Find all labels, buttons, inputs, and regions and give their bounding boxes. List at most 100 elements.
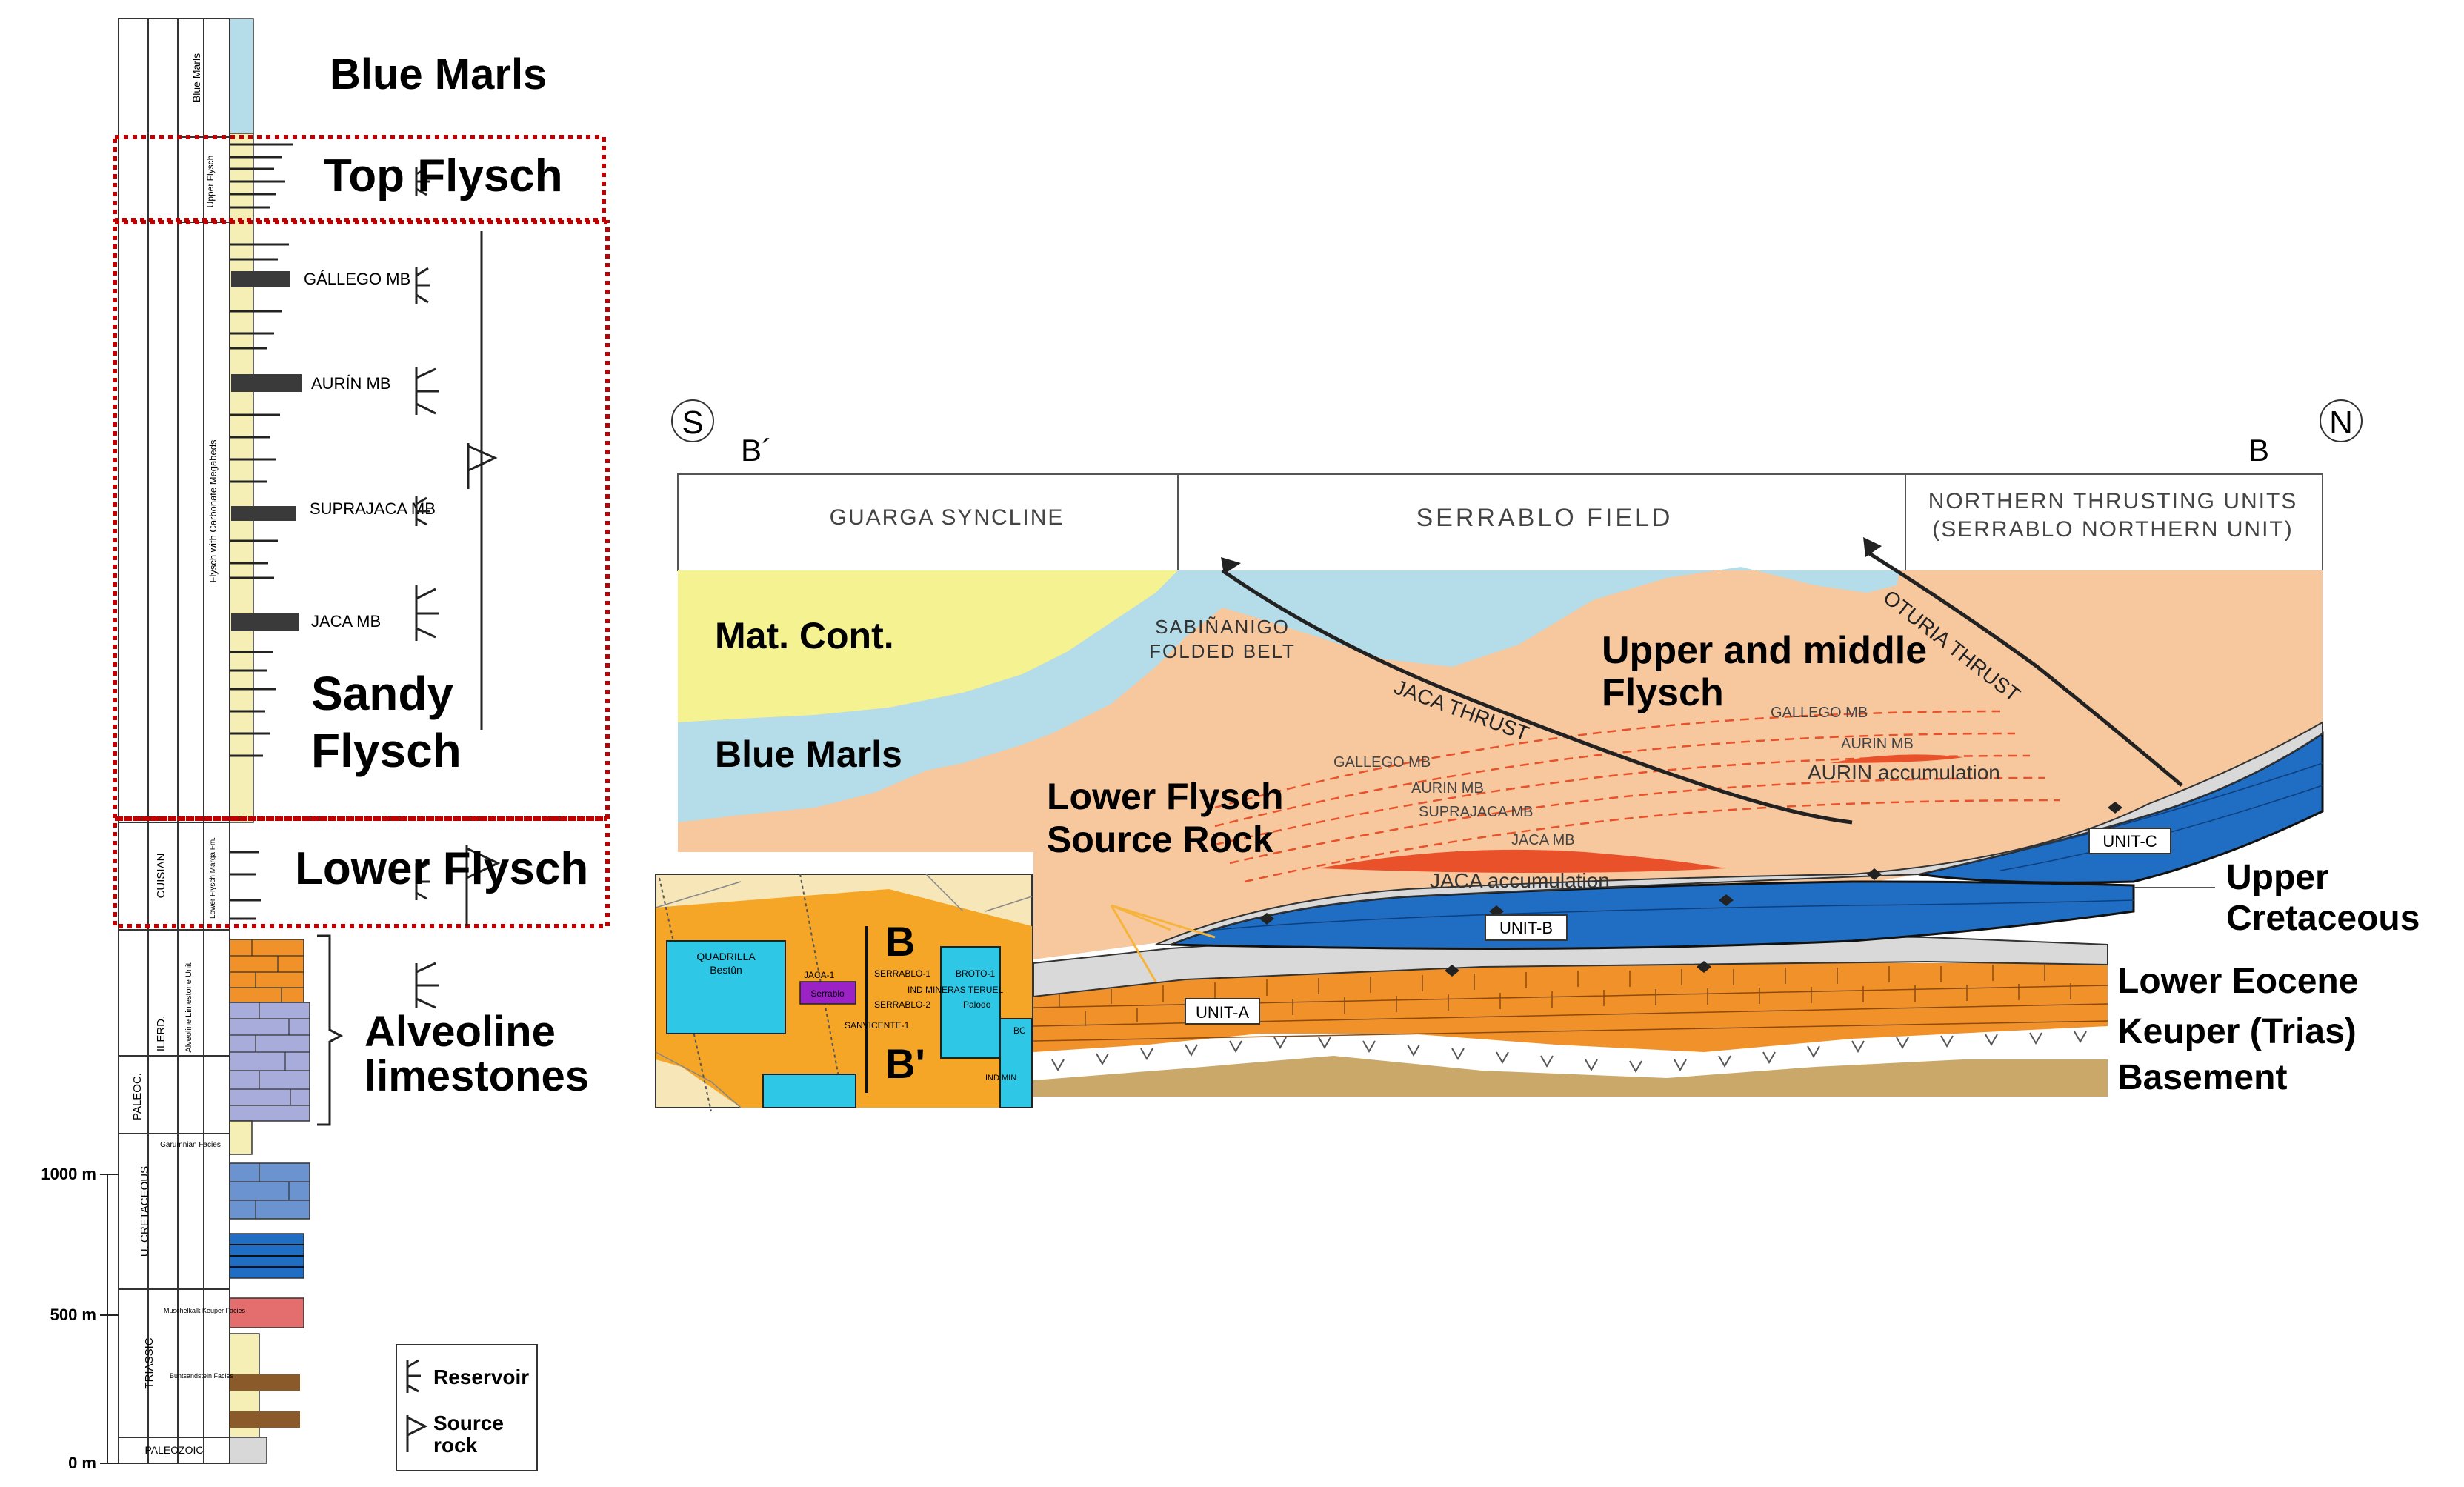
inset-serrablo-2-label: SERRABLO-2 xyxy=(874,999,930,1010)
unit-b-label: UNIT-B xyxy=(1499,919,1553,937)
buntsandstein-beds xyxy=(230,1411,300,1428)
garumnian-lithology xyxy=(229,1120,253,1155)
garumnian-formation-label: Garumnian Facies xyxy=(160,1141,221,1149)
suprajaca-megabed xyxy=(231,506,296,521)
column-frame xyxy=(118,18,230,1464)
alveoline-bracket xyxy=(317,934,344,1126)
b-label: B xyxy=(2248,433,2269,468)
muschelkalk-formation-label: Muschelkalk Keuper Facies xyxy=(164,1307,246,1314)
source-rock-icon xyxy=(465,231,501,926)
unit-a-box xyxy=(1185,998,1260,1025)
epoch-u-cretaceous: U. CRETACEOUS xyxy=(139,1166,151,1257)
blue-marls-formation-label: Blue Marls xyxy=(190,53,202,102)
blue-marls-section-label: Blue Marls xyxy=(715,733,902,775)
jaca-accumulation-label: JACA accumulation xyxy=(1430,869,1610,892)
jaca-megabed xyxy=(231,613,299,631)
inset-san-vicente-label: SANVICENTE-1 xyxy=(845,1020,910,1031)
flysch-lithology xyxy=(229,133,254,823)
buntsandstein-beds xyxy=(230,1374,300,1391)
unit-b-box xyxy=(1485,914,1568,941)
sandy-flysch-big-label-1: Sandy xyxy=(311,667,453,720)
lower-eocene-bricks xyxy=(1033,965,2108,1042)
inset-quadrilla-label-2: Bestûn xyxy=(710,964,742,976)
scale-label-1000: 1000 m xyxy=(41,1165,96,1183)
epoch-paleoc: PALEOC. xyxy=(131,1073,144,1120)
jaca-mb-section-label: JACA MB xyxy=(1511,832,1575,848)
inset-b-prime-label: B' xyxy=(885,1040,925,1087)
unit-a-label: UNIT-A xyxy=(1196,1003,1249,1022)
inset-bc-label: BC xyxy=(1013,1025,1026,1036)
cross-section: S N B´ B GUARGA SYNCLINE SERRABLO FIELD … xyxy=(671,399,2420,1097)
lower-flysch-big-label: Lower Flysch xyxy=(295,843,588,894)
muschelkalk-lithology xyxy=(229,1297,304,1328)
lower-eocene-layer xyxy=(1033,962,2108,1052)
aurin-megabed xyxy=(231,374,302,392)
alveoline-big-label-2: limestones xyxy=(364,1052,589,1100)
scale-label-0: 0 m xyxy=(68,1454,96,1472)
header-guarga: GUARGA SYNCLINE xyxy=(830,505,1065,530)
lower-flysch-source-label-2: Source Rock xyxy=(1047,819,1273,860)
gallego-mb-label: GÁLLEGO MB xyxy=(304,270,410,288)
legend-source-rock-label-2: rock xyxy=(433,1434,478,1457)
jaca-thrust-line xyxy=(1221,568,1853,825)
aurin-accumulation-label: AURIN accumulation xyxy=(1808,761,2000,784)
inset-cyan-block xyxy=(940,946,1001,1059)
south-marker xyxy=(671,399,714,442)
paleozoic-lithology xyxy=(229,1437,267,1464)
oturia-thrust-arrow xyxy=(1863,537,1882,557)
top-flysch-big-label: Top Flysch xyxy=(324,150,563,202)
epoch-triassic: TRIASSIC xyxy=(143,1337,156,1388)
keuper-ticks xyxy=(1051,1031,2087,1074)
epoch-cuisian: CUISIAN xyxy=(155,854,167,899)
alveoline-orange-bricks xyxy=(230,939,304,1002)
suprajaca-mb-label: SUPRAJACA MB xyxy=(310,499,436,518)
aurin-accumulation xyxy=(1830,754,1963,763)
upper-middle-flysch-label-2: Flysch xyxy=(1602,671,1724,714)
alveoline-big-label-1: Alveoline xyxy=(364,1008,556,1056)
jaca-thrust-arrow xyxy=(1221,557,1241,574)
jaca-accumulation xyxy=(1319,849,1726,873)
scale-label-500: 500 m xyxy=(50,1305,96,1324)
unit-c-box xyxy=(2088,828,2171,854)
legend-reservoir-label: Reservoir xyxy=(433,1365,529,1388)
legend-box xyxy=(396,1344,538,1471)
migration-arrows xyxy=(1110,904,1216,982)
inset-serrablo-1-label: SERRABLO-1 xyxy=(874,968,930,979)
blue-marls-lithology xyxy=(229,18,254,134)
alveoline-lithology xyxy=(229,1002,310,1122)
north-marker xyxy=(2320,399,2363,442)
oturia-thrust-line xyxy=(1865,550,2183,787)
lower-eocene-label: Lower Eocene xyxy=(2117,962,2358,1001)
unit-c-label: UNIT-C xyxy=(2102,832,2157,851)
inset-cyan-block xyxy=(762,1074,856,1108)
inset-cyan-block xyxy=(999,1018,1033,1108)
u-cretaceous-limestone xyxy=(229,1162,310,1220)
header-serrablo: SERRABLO FIELD xyxy=(1416,504,1674,532)
inset-broto-label: BROTO-1 xyxy=(956,968,995,979)
inset-palodo-label: Palodo xyxy=(963,999,991,1010)
gallego-mb-section-label-2: GALLEGO MB xyxy=(1771,705,1868,721)
epoch-paleozoic: PALEOZOIC xyxy=(144,1444,203,1456)
south-label: S xyxy=(682,405,703,441)
reservoir-icon xyxy=(415,167,439,1009)
inset-map: QUADRILLA Bestûn Serrablo B B' JACA-1 SE… xyxy=(655,874,1033,1112)
top-flysch-box xyxy=(113,135,606,222)
epoch-ilerd: ILERD. xyxy=(155,1016,167,1051)
upper-middle-flysch-label-1: Upper and middle xyxy=(1602,629,1927,672)
sandy-flysch-big-label-2: Flysch xyxy=(311,724,462,777)
aurin-mb-section-label-2: AURIN MB xyxy=(1841,736,1914,752)
inset-ind-min-label: IND MIN xyxy=(985,1074,1016,1082)
legend-reservoir-icon xyxy=(406,1359,421,1393)
suprajaca-mb-section-label: SUPRAJACA MB xyxy=(1419,804,1533,820)
flysch-bedding xyxy=(230,143,293,920)
lower-flysch-formation-label: Lower Flysch Marga Fm. xyxy=(209,837,217,919)
north-label: N xyxy=(2329,405,2353,441)
lower-flysch-source-label-1: Lower Flysch xyxy=(1047,776,1284,817)
aurin-mb-label: AURÍN MB xyxy=(311,374,391,393)
alveoline-orange-lithology xyxy=(229,939,304,1003)
flysch-megabeds-formation-label: Flysch with Carbonate Megabeds xyxy=(207,439,219,582)
mat-cont-fill xyxy=(678,570,1178,722)
legend-source-rock-icon xyxy=(406,1415,428,1452)
inset-boundaries xyxy=(655,874,1033,1108)
